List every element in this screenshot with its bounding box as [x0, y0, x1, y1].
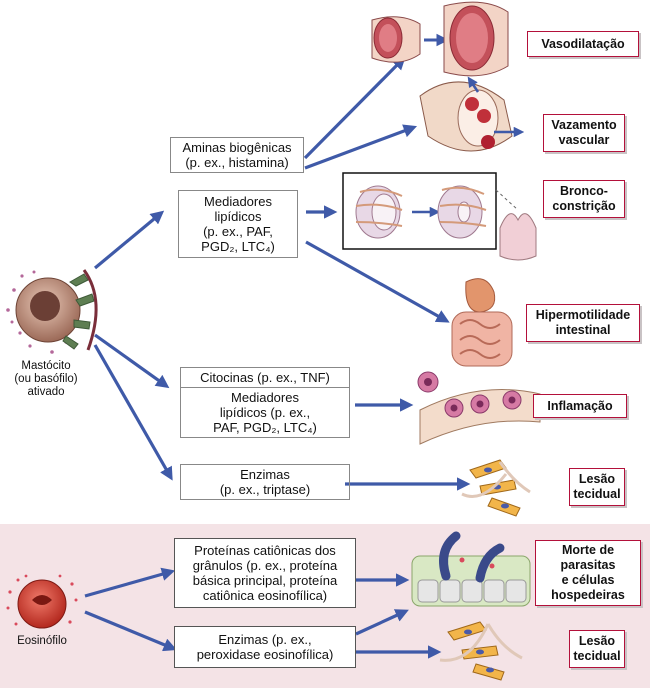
effect-vasodilation: Vasodilatação — [527, 31, 639, 57]
leak-illustration — [419, 76, 525, 152]
intestine-illustration — [451, 278, 513, 367]
biogenic-amines-box-line: (p. ex., histamina) — [185, 155, 289, 170]
eosinophil-label: Eosinófilo — [10, 635, 74, 648]
mast-cell-illustration — [6, 269, 98, 354]
parasite-illustration — [411, 531, 531, 607]
cationic-proteins-box-line: Proteínas catiônicas dos — [194, 543, 336, 558]
effect-inflammation: Inflamação — [533, 394, 627, 418]
effect-tissue-injury-eos-line: tecidual — [573, 649, 621, 663]
arrow-enzymes-to-parasites — [355, 609, 409, 636]
enzymes-eos-box: Enzimas (p. ex.,peroxidase eosinofílica) — [174, 626, 356, 668]
mast-cell-label: Mastócito(ou basófilo)ativado — [6, 360, 86, 399]
bronchoconstriction-illustration — [342, 172, 537, 261]
lipid-mediators-box-line: Mediadores — [204, 194, 272, 209]
arrows — [84, 56, 471, 659]
effect-vascular-leak-line: vascular — [558, 133, 610, 147]
arrow-lipid-to-intestine — [305, 240, 450, 323]
biogenic-amines-box: Aminas biogênicas(p. ex., histamina) — [170, 137, 304, 173]
biogenic-amines-box-line: Aminas biogênicas — [182, 140, 292, 155]
cationic-proteins-box-line: grânulos (p. ex., proteína — [192, 558, 338, 573]
cytokines-box-line: Citocinas (p. ex., TNF) — [200, 370, 330, 385]
arrow-mast-to-cytokines — [94, 333, 170, 389]
cationic-proteins-box-line: catiônica eosinofílica) — [202, 588, 328, 603]
effect-vasodilation-line: Vasodilatação — [541, 36, 625, 51]
tissue-injury-illustration — [461, 459, 531, 517]
arrow-mast-to-enzymes — [93, 344, 173, 481]
arrow-amines-to-leak — [304, 124, 418, 170]
cationic-proteins-box-line: básica principal, proteína — [192, 573, 338, 588]
effect-bronchoconstriction-line: constrição — [552, 199, 616, 213]
effect-parasite-death-line: parasitas — [560, 558, 616, 572]
mast-cell-label-line: Mastócito — [21, 360, 71, 372]
enzymes-mast-box: Enzimas(p. ex., triptase) — [180, 464, 350, 500]
effect-intestinal-hypermotility-line: Hipermotilidade — [535, 308, 631, 322]
effect-vascular-leak-line: Vazamento — [551, 118, 617, 132]
eosinophil-illustration — [6, 574, 78, 629]
lipid-mediators-box-line: (p. ex., PAF, — [203, 224, 273, 239]
lipid-mediators-box-line: lipídicos — [214, 209, 262, 224]
arrow-mast-to-lipid — [93, 210, 165, 270]
enzymes-mast-box-line: Enzimas — [240, 467, 290, 482]
enzymes-eos-box-line: peroxidase eosinofílica) — [196, 647, 334, 662]
inflammation-illustration — [417, 371, 541, 445]
effect-bronchoconstriction-line: Bronco- — [560, 184, 608, 198]
mast-cell-label-line: (ou basófilo) — [14, 373, 78, 385]
effect-tissue-injury-eos-line: Lesão — [578, 634, 616, 648]
arrow-amines-to-vasodilation — [303, 56, 406, 160]
effect-parasite-death-line: Morte de — [561, 543, 615, 557]
effect-intestinal-hypermotility-line: intestinal — [555, 323, 611, 337]
lipid-mediators-2-box-line: lipídicos (p. ex., — [219, 405, 311, 420]
effect-parasite-death-line: e células — [561, 573, 615, 587]
arrow-eos-to-enzymes — [84, 610, 177, 652]
effect-parasite-death-line: hospedeiras — [551, 588, 625, 602]
effect-inflammation-line: Inflamação — [547, 398, 613, 413]
effect-tissue-injury-line: Lesão — [578, 472, 616, 486]
effect-bronchoconstriction: Bronco-constrição — [543, 180, 625, 218]
lipid-mediators-box-line: PGD₂, LTC₄) — [201, 239, 275, 254]
cytokines-box: Citocinas (p. ex., TNF) — [180, 367, 350, 388]
vessel-illustration — [371, 1, 509, 77]
effect-tissue-injury-line: tecidual — [573, 487, 621, 501]
enzymes-mast-box-line: (p. ex., triptase) — [219, 482, 311, 497]
tissue-injury-eos-illustration — [439, 621, 523, 681]
mast-cell-label-line: ativado — [27, 386, 65, 398]
lipid-mediators-2-box-line: Mediadores — [231, 390, 299, 405]
arrow-eos-to-proteins — [84, 567, 176, 598]
enzymes-eos-box-line: Enzimas (p. ex., — [218, 632, 312, 647]
eosinophil-label-line: Eosinófilo — [17, 635, 67, 647]
lipid-mediators-2-box-line: PAF, PGD₂, LTC₄) — [213, 420, 317, 435]
